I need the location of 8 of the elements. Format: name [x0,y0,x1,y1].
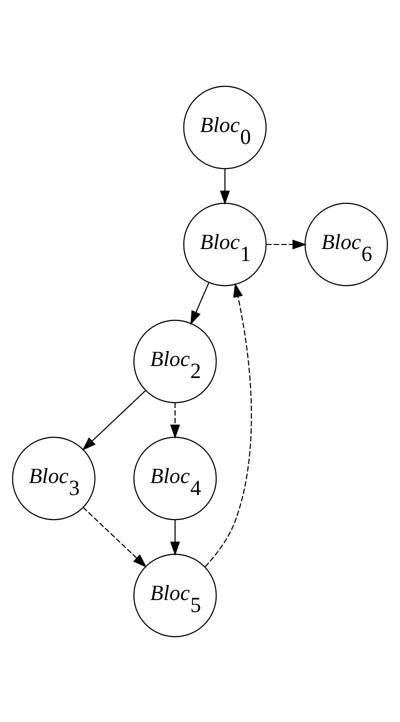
arrow [266,239,307,249]
arrow [190,282,210,325]
arrow [204,282,252,567]
arrow [170,402,180,438]
arrow [170,519,180,556]
arrow [220,168,230,204]
arrow [82,506,147,568]
arrow [82,389,146,450]
